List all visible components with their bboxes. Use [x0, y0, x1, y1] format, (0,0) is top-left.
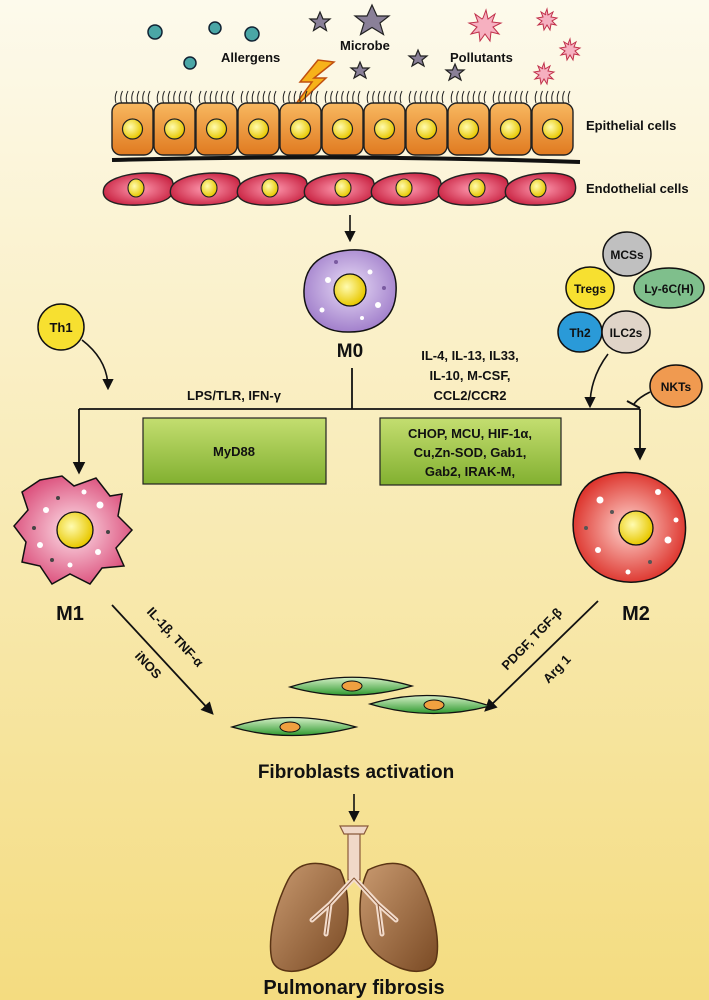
ly6c-label: Ly-6C(H): [644, 282, 694, 296]
tregs-cell: [565, 266, 615, 310]
m2-macrophage: [572, 471, 687, 583]
fibroblasts: [229, 676, 493, 737]
m2-to-fibroblast-arrow: [484, 600, 599, 712]
ilc2s-cell: [601, 310, 651, 354]
lungs-icon: [269, 825, 439, 973]
th1-arrow: [81, 339, 114, 391]
m1-signals: LPS/TLR, IFN-γ: [187, 388, 282, 403]
m2-nucleus: [618, 510, 654, 546]
fibroblasts-activation-label: Fibroblasts activation: [258, 762, 454, 783]
epithelial-cell: [363, 90, 406, 156]
epithelial-cell: [111, 90, 154, 156]
epithelial-cell: [447, 90, 490, 156]
myd88-label: MyD88: [213, 444, 255, 459]
epithelial-cell: [489, 90, 532, 156]
allergen-particles: [147, 21, 260, 70]
microbe-label: Microbe: [340, 38, 390, 53]
nkts-cell: [649, 364, 703, 408]
epithelial-cell: [153, 90, 196, 156]
tregs-label: Tregs: [574, 282, 606, 296]
allergens-label: Allergens: [221, 50, 280, 65]
m0-nucleus: [333, 273, 367, 307]
epithelial-cell: [195, 90, 238, 156]
lightning-icon: [289, 59, 336, 113]
epithelial-cells-label: Epithelial cells: [586, 118, 676, 133]
pollutants-label: Pollutants: [450, 50, 513, 65]
endothelial-layer: [102, 172, 577, 206]
microbe-stars: [308, 3, 466, 82]
nkts-label: NKTs: [661, 380, 692, 394]
endothelial-cell: [102, 172, 175, 206]
endothelial-cells-label: Endothelial cells: [586, 181, 689, 196]
pollutant-particles: [467, 7, 582, 86]
svg-text:Cu,Zn-SOD, Gab1,: Cu,Zn-SOD, Gab1,: [414, 445, 527, 460]
pathway-tree: [72, 368, 647, 475]
ly6c-cell: [633, 267, 705, 309]
epithelial-layer: [111, 90, 574, 156]
m1-label: M1: [56, 603, 84, 625]
epithelial-cell: [531, 90, 574, 156]
mcss-label: MCSs: [610, 248, 644, 262]
th1-label: Th1: [49, 320, 72, 335]
nkts-inhibition: [633, 391, 651, 405]
m1-nucleus: [56, 511, 94, 549]
endothelial-cell: [303, 172, 376, 206]
epithelial-cell: [405, 90, 448, 156]
svg-text:CCL2/CCR2: CCL2/CCR2: [434, 388, 507, 403]
th2-label: Th2: [569, 326, 591, 340]
m2-regulators: CHOP, MCU, HIF-1α, Cu,Zn-SOD, Gab1, Gab2…: [408, 426, 532, 479]
m0-macrophage: [303, 249, 397, 333]
m0-label: M0: [337, 341, 363, 362]
immune-cells-arrow: [584, 353, 609, 409]
m1-to-fibroblast-arrow: [111, 604, 214, 715]
nkts-inhibition-bar: [626, 400, 641, 409]
ilc2s-label: ILC2s: [610, 326, 643, 340]
th1-cell: [37, 303, 85, 351]
svg-text:IL-4, IL-13, IL33,: IL-4, IL-13, IL33,: [421, 348, 519, 363]
epithelial-cell: [279, 90, 322, 156]
m2-label: M2: [622, 603, 650, 625]
svg-text:IL-10, M-CSF,: IL-10, M-CSF,: [430, 368, 511, 383]
m1-macrophage: [13, 475, 134, 585]
m2-signals: IL-4, IL-13, IL33, IL-10, M-CSF, CCL2/CC…: [421, 348, 519, 403]
svg-text:Gab2, IRAK-M,: Gab2, IRAK-M,: [425, 464, 515, 479]
epithelial-cell: [237, 90, 280, 156]
myd88-box: [142, 417, 327, 485]
basement-membrane: [111, 155, 581, 164]
mcss-cell: [602, 231, 652, 277]
m2-regulators-box: [379, 417, 562, 486]
pulmonary-fibrosis-label: Pulmonary fibrosis: [263, 977, 444, 999]
epithelial-cell: [321, 90, 364, 156]
svg-text:CHOP, MCU, HIF-1α,: CHOP, MCU, HIF-1α,: [408, 426, 532, 441]
endothelial-cell: [504, 172, 577, 206]
